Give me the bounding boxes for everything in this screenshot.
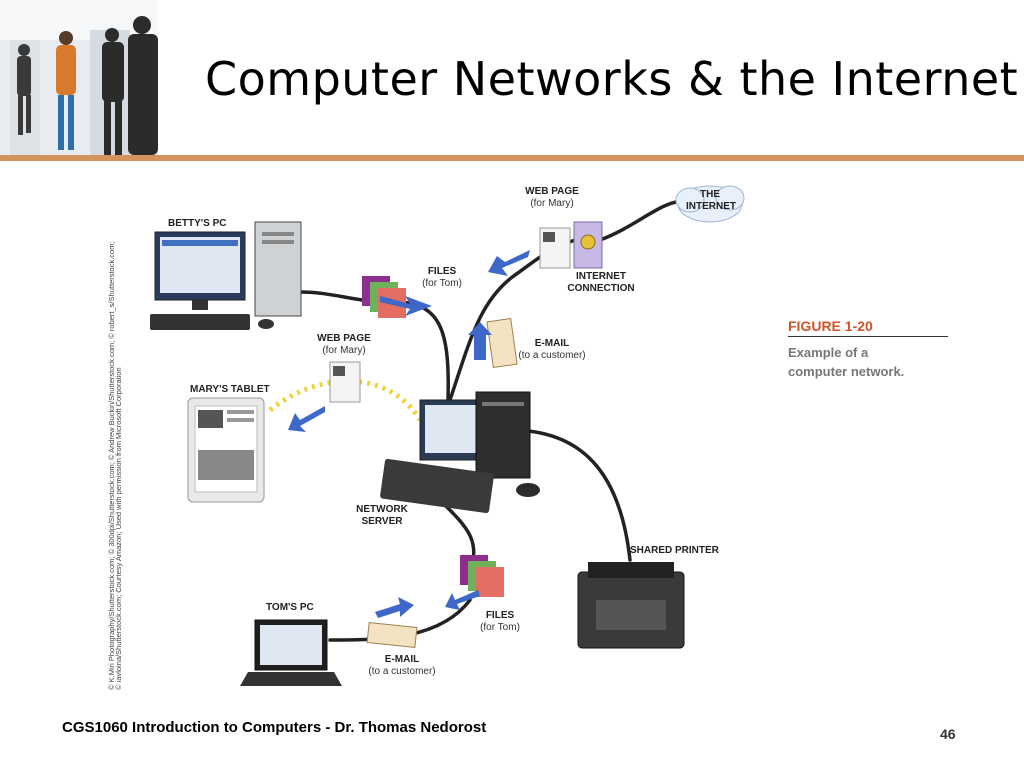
label-internet-connection: INTERNET CONNECTION [567,271,635,294]
toms-pc-illustration [240,619,342,686]
label-files-bottom-sub: (for Tom) [480,622,520,633]
label-files-top-sub: (for Tom) [422,278,462,289]
files-bottom-illustration [460,555,504,597]
label-web-page-mid-sub: (for Mary) [322,345,366,356]
figure-caption: FIGURE 1-20 Example of a computer networ… [788,318,948,381]
image-credits: © K.Miri Photography/Shutterstock.com; ©… [107,241,123,690]
internet-connection-illustration [573,221,603,269]
credit-line-2: © iavloina/Shutterstock.com; Courtesy Am… [114,367,123,690]
figure-caption-text: Example of a computer network. [788,345,905,379]
label-files-bottom-title: FILES [485,610,515,621]
label-network-server: NETWORK SERVER [356,504,408,527]
label-web-page-mid: WEB PAGE (for Mary) [316,333,372,357]
network-diagram [150,185,745,686]
label-files-top: FILES (for Tom) [418,266,466,290]
internet-cloud-illustration [675,185,745,223]
label-files-bottom: FILES (for Tom) [476,610,524,634]
header-photo [0,0,158,155]
label-email-top: E-MAIL (to a customer) [516,338,588,362]
page-number: 46 [940,726,956,742]
files-top-illustration [362,276,406,318]
marys-tablet-illustration [187,397,265,503]
cable-betty-server [398,300,450,402]
label-marys-tablet: MARY'S TABLET [190,384,270,395]
label-bettys-pc: BETTY'S PC [168,218,227,229]
label-email-bottom: E-MAIL (to a customer) [366,654,438,678]
label-email-top-title: E-MAIL [534,338,570,349]
shared-printer-illustration [577,562,685,649]
label-web-page-mid-title: WEB PAGE [317,333,371,344]
bettys-pc-illustration [150,221,302,330]
title-divider [0,155,1024,161]
network-server-illustration [380,391,540,514]
label-email-bottom-sub: (to a customer) [368,666,436,677]
label-files-top-title: FILES [427,266,457,277]
figure-number: FIGURE 1-20 [788,318,948,337]
label-toms-pc: TOM'S PC [266,602,314,613]
slide-title: Computer Networks & the Internet [205,52,1019,106]
label-the-internet: THE INTERNET [686,189,736,212]
label-web-page-top: WEB PAGE (for Mary) [524,186,580,210]
slide-footer: CGS1060 Introduction to Computers - Dr. … [62,719,487,736]
label-shared-printer: SHARED PRINTER [630,545,719,556]
label-web-page-top-title: WEB PAGE [525,186,579,197]
label-email-top-sub: (to a customer) [518,350,586,361]
label-email-bottom-title: E-MAIL [384,654,420,665]
label-web-page-top-sub: (for Mary) [530,198,574,209]
